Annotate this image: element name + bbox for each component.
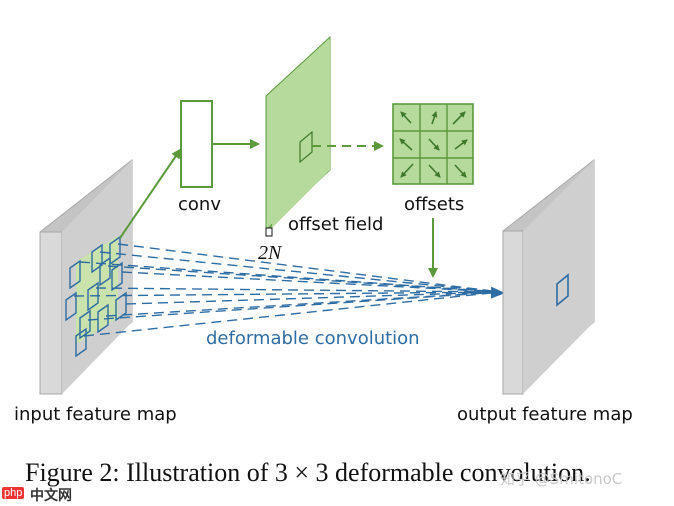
conv-label: conv bbox=[178, 194, 221, 215]
conv-box bbox=[180, 100, 213, 188]
two-n-label: 2N bbox=[258, 242, 282, 264]
caption-suffix: deformable convolution. bbox=[328, 458, 591, 487]
offsets-grid bbox=[392, 103, 474, 185]
offsets-label: offsets bbox=[404, 194, 465, 215]
offset-field-slab bbox=[265, 35, 331, 237]
watermark-right: 知乎 @SmitonoC bbox=[500, 470, 623, 488]
watermark-logo: php bbox=[2, 487, 25, 499]
deformable-convolution-label: deformable convolution bbox=[206, 328, 420, 349]
output-feature-map-label: output feature map bbox=[457, 404, 633, 425]
figure-caption: Figure 2: Illustration of 3 × 3 deformab… bbox=[25, 458, 591, 488]
offset-field-label: offset field bbox=[288, 214, 384, 235]
arrow-input-to-conv bbox=[119, 148, 182, 239]
deformable-convolution-lines bbox=[73, 243, 501, 337]
output-feature-map bbox=[502, 158, 595, 396]
arrow-to-output bbox=[469, 286, 505, 299]
caption-math: 3 × 3 bbox=[274, 458, 329, 487]
caption-prefix: Figure 2: Illustration of bbox=[25, 458, 275, 487]
input-feature-map-label: input feature map bbox=[14, 404, 177, 425]
watermark-site: 中文网 bbox=[30, 487, 72, 503]
